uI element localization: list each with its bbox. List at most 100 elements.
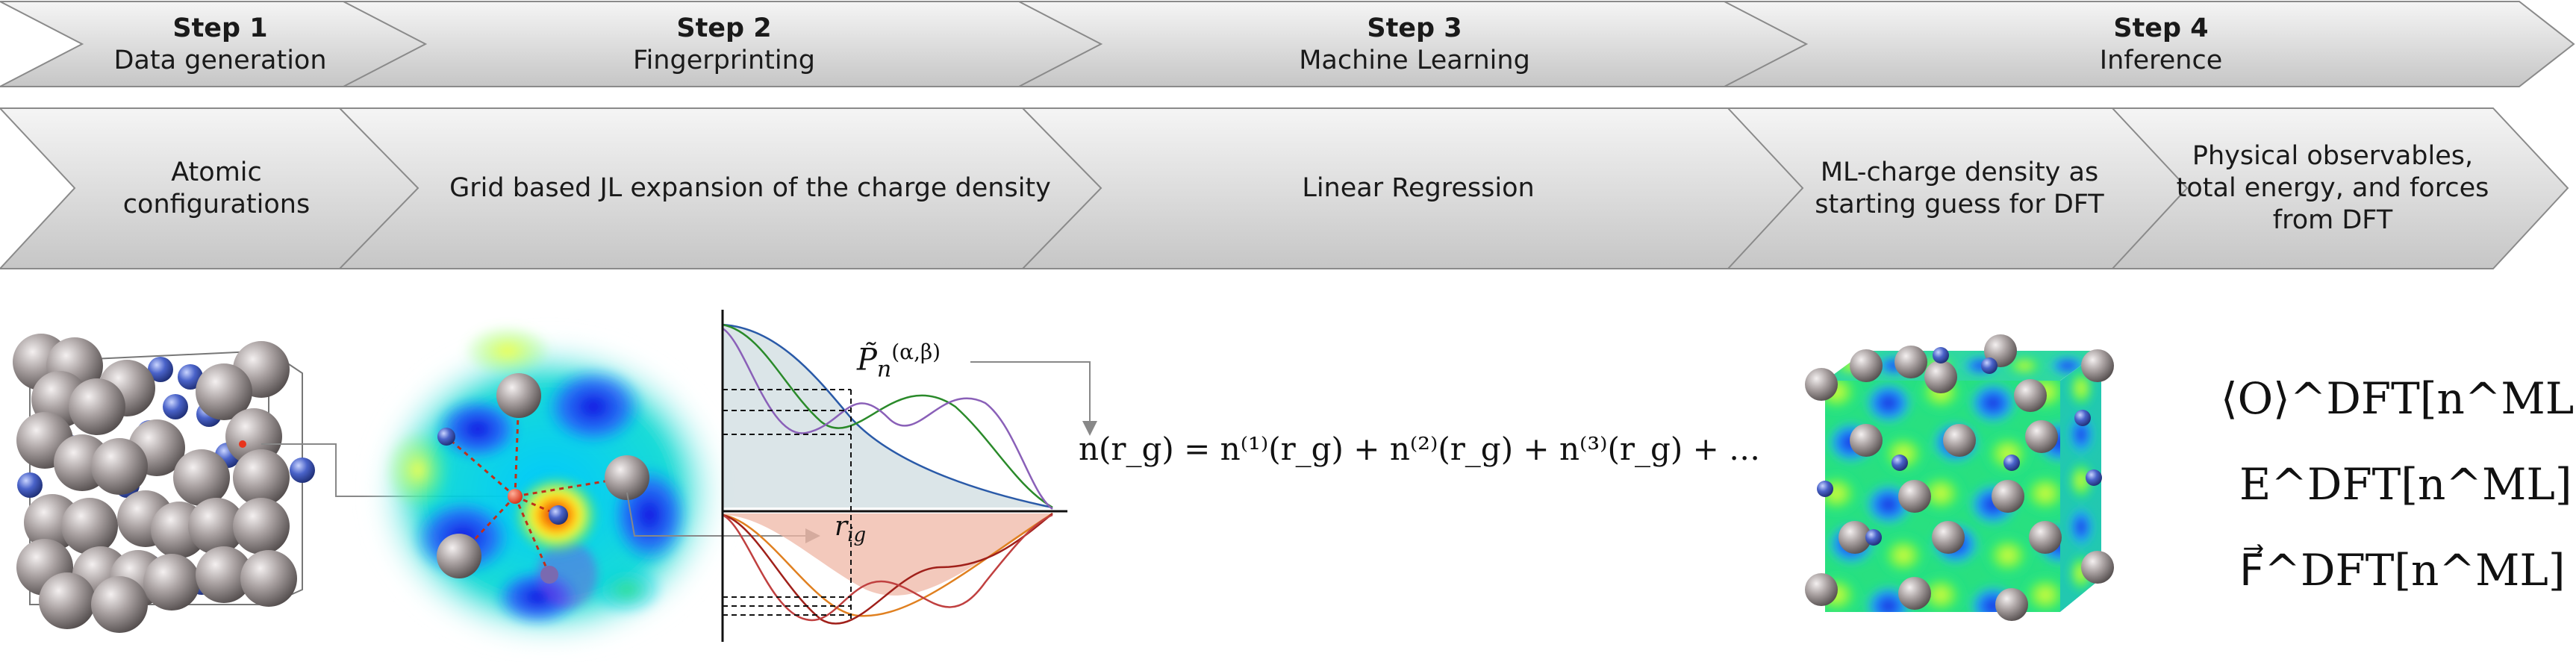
projector-label: P̃n(α,β) — [857, 340, 941, 383]
gray-atom — [39, 572, 96, 629]
density-blob — [1915, 572, 1966, 612]
blue-atom — [1981, 357, 1998, 374]
density-blob — [2068, 460, 2095, 502]
density-equation: n(r_g) = n⁽¹⁾(r_g) + n⁽²⁾(r_g) + n⁽³⁾(r_… — [1079, 431, 1761, 467]
blue-atom — [17, 472, 43, 498]
step2-label: Step 2 Fingerprinting — [425, 6, 1023, 84]
step1-subtitle: Data generation — [113, 46, 327, 75]
step2-title: Step 2 — [676, 13, 772, 44]
gray-atom — [233, 498, 290, 555]
grid-distance-label: rig — [835, 511, 867, 547]
step1-label: Step 1 Data generation — [82, 6, 358, 84]
step1-title: Step 1 — [172, 13, 268, 44]
gray-atom — [91, 438, 148, 495]
gray-atom — [240, 550, 297, 607]
blue-atom — [1892, 455, 1908, 471]
blue-atom — [1933, 347, 1949, 363]
gray-atom — [196, 546, 252, 603]
neighbor-atom — [437, 534, 481, 578]
gray-atom — [1943, 424, 1976, 457]
blue-atom — [2003, 455, 2020, 471]
ml-density-label: ML-charge density as starting guess for … — [1815, 157, 2104, 219]
density-blob — [1983, 431, 2033, 476]
gray-atom — [1805, 368, 1838, 401]
density-blob — [1863, 381, 1914, 425]
neighbor-atom — [540, 566, 558, 584]
basis-function-plot — [721, 310, 1097, 642]
gray-atom — [2029, 521, 2062, 554]
gray-atom — [1924, 360, 1957, 393]
density-blob — [1983, 533, 2033, 578]
density-blob — [2068, 506, 2095, 548]
step3-title: Step 3 — [1367, 13, 1462, 44]
blue-atom — [1817, 481, 1833, 497]
gray-atom — [91, 576, 148, 633]
blue-atom — [2086, 469, 2102, 486]
observable-O: ⟨O⟩^DFT[n^ML] — [2221, 373, 2576, 424]
substep-observables-chevron — [2110, 107, 2569, 269]
neighbor-atom — [437, 428, 455, 446]
reference-point — [239, 440, 246, 448]
observables-label: Physical observables, total energy, and … — [2176, 141, 2489, 235]
neighbor-atom — [496, 373, 541, 418]
gray-atom — [233, 449, 290, 506]
gray-atom — [1805, 573, 1838, 606]
blue-atom — [163, 394, 188, 419]
step3-subtitle: Machine Learning — [1299, 46, 1530, 75]
step4-label: Step 4 Inference — [1806, 6, 2516, 84]
density-blob — [1825, 381, 1862, 414]
density-blob — [1968, 381, 2018, 425]
density-blob — [2005, 355, 2044, 376]
step4-chevron — [1724, 1, 2575, 87]
gray-atom — [2081, 349, 2114, 382]
step4-subtitle: Inference — [2099, 46, 2223, 75]
atomic-configurations-label: Atomic configurations — [122, 157, 311, 219]
gray-atom — [1995, 588, 2028, 621]
neighbor-atom — [549, 505, 568, 525]
gray-atom — [2081, 551, 2114, 584]
ml-charge-density-cube — [1805, 334, 2114, 621]
gray-atom — [2025, 420, 2058, 453]
gray-atom — [173, 449, 230, 506]
step4-title: Step 4 — [2113, 13, 2209, 44]
blue-atom — [148, 357, 173, 382]
jl-expansion-label: Grid based JL expansion of the charge de… — [449, 173, 1051, 204]
atomic-configuration-image — [13, 334, 315, 633]
fingerprint-density-image — [366, 325, 732, 653]
gray-atom — [2014, 379, 2047, 412]
gray-atom — [69, 378, 125, 435]
blue-atom — [290, 458, 315, 483]
gray-atom — [61, 498, 118, 555]
linear-regression-label: Linear Regression — [1302, 173, 1535, 204]
connector-line-2 — [626, 492, 820, 543]
density-blob — [1878, 431, 1929, 476]
density-blob — [1825, 471, 1862, 516]
gray-atom — [1898, 577, 1931, 610]
density-blob — [2020, 471, 2060, 516]
gray-atom — [196, 363, 252, 420]
gray-atom — [1894, 346, 1927, 378]
gray-atom — [1898, 480, 1931, 513]
blue-atom — [2074, 410, 2091, 426]
blue-atom — [1865, 529, 1882, 546]
step2-subtitle: Fingerprinting — [633, 46, 815, 75]
substeps-row — [0, 107, 2569, 269]
gray-atom — [143, 554, 200, 611]
gray-atom — [1992, 480, 2024, 513]
observable-E: E^DFT[n^ML] — [2239, 459, 2572, 510]
density-blob — [2020, 572, 2060, 612]
projection-lines — [723, 389, 852, 619]
gray-atom — [1850, 424, 1883, 457]
gray-atom — [1850, 349, 1883, 382]
gray-atom — [1932, 521, 1965, 554]
gray-atom — [1839, 521, 1871, 554]
grid-point — [508, 489, 523, 504]
gray-atom — [188, 498, 245, 555]
observable-F: F⃗^DFT[n^ML] — [2239, 545, 2566, 596]
neighbor-atom — [605, 455, 649, 500]
blue-atom — [178, 364, 203, 390]
density-blob — [1878, 533, 1929, 578]
steps-row — [0, 0, 2575, 87]
step3-label: Step 3 Machine Learning — [1101, 6, 1728, 84]
